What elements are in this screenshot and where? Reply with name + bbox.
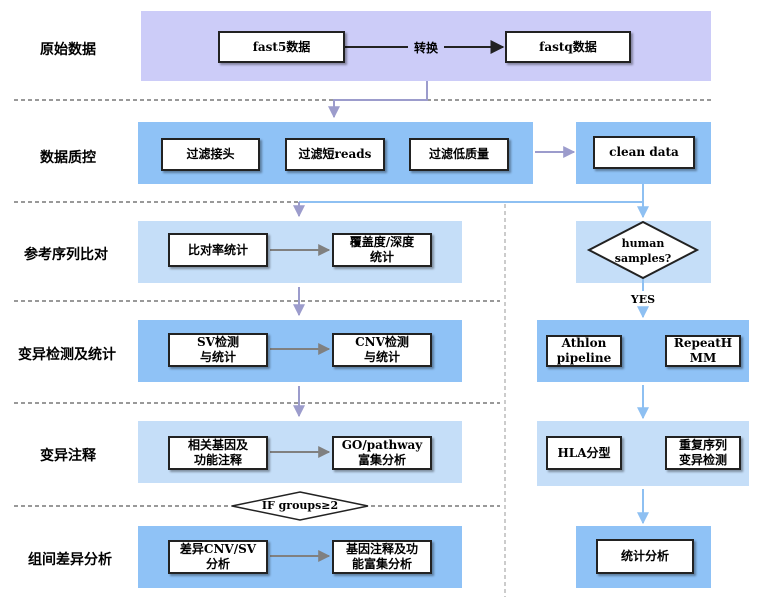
box-athlon-pipeline: Athlon pipeline xyxy=(546,335,622,367)
human-decision-diamond xyxy=(586,220,700,280)
arrow-raw-to-qc xyxy=(328,81,428,119)
box-filter-low-quality: 过滤低质量 xyxy=(409,138,509,171)
box-go-pathway: GO/pathway 富集分析 xyxy=(332,436,432,470)
stage-label-raw-data: 原始数据 xyxy=(40,42,96,58)
box-fastq: fastq数据 xyxy=(505,31,631,63)
stage-label-group-analysis: 组间差异分析 xyxy=(28,552,112,568)
if-groups-text: IF groups≥2 xyxy=(261,499,339,512)
stage-label-annotation: 变异注释 xyxy=(40,448,96,464)
box-statistics: 统计分析 xyxy=(596,539,694,574)
groups-decision-diamond xyxy=(231,491,369,521)
box-repeat-variant: 重复序列 变异检测 xyxy=(665,436,741,470)
stage-separators xyxy=(14,99,712,507)
label-convert: 转换 xyxy=(408,39,444,56)
box-filter-adapter: 过滤接头 xyxy=(161,138,260,171)
box-repeathmm: RepeatH MM xyxy=(665,335,741,367)
box-clean-data: clean data xyxy=(593,136,695,169)
human-samples-text: human samples? xyxy=(614,237,672,265)
box-sv-detection: SV检测 与统计 xyxy=(168,333,268,367)
box-fast5: fast5数据 xyxy=(218,31,345,63)
box-diff-cnv-sv: 差异CNV/SV 分析 xyxy=(168,540,268,574)
box-hla-typing: HLA分型 xyxy=(546,436,622,470)
box-coverage-depth: 覆盖度/深度 统计 xyxy=(332,233,432,267)
stage-label-qc: 数据质控 xyxy=(40,150,96,166)
box-gene-annotation: 相关基因及 功能注释 xyxy=(168,436,268,470)
box-mapping-rate: 比对率统计 xyxy=(168,233,268,267)
box-filter-short-reads: 过滤短reads xyxy=(285,138,385,171)
stage-label-variant-detection: 变异检测及统计 xyxy=(18,347,116,363)
yes-label: YES xyxy=(630,293,656,306)
box-gene-enrichment: 基因注释及功 能富集分析 xyxy=(332,540,432,574)
box-cnv-detection: CNV检测 与统计 xyxy=(332,333,432,367)
stage-label-alignment: 参考序列比对 xyxy=(24,247,108,263)
